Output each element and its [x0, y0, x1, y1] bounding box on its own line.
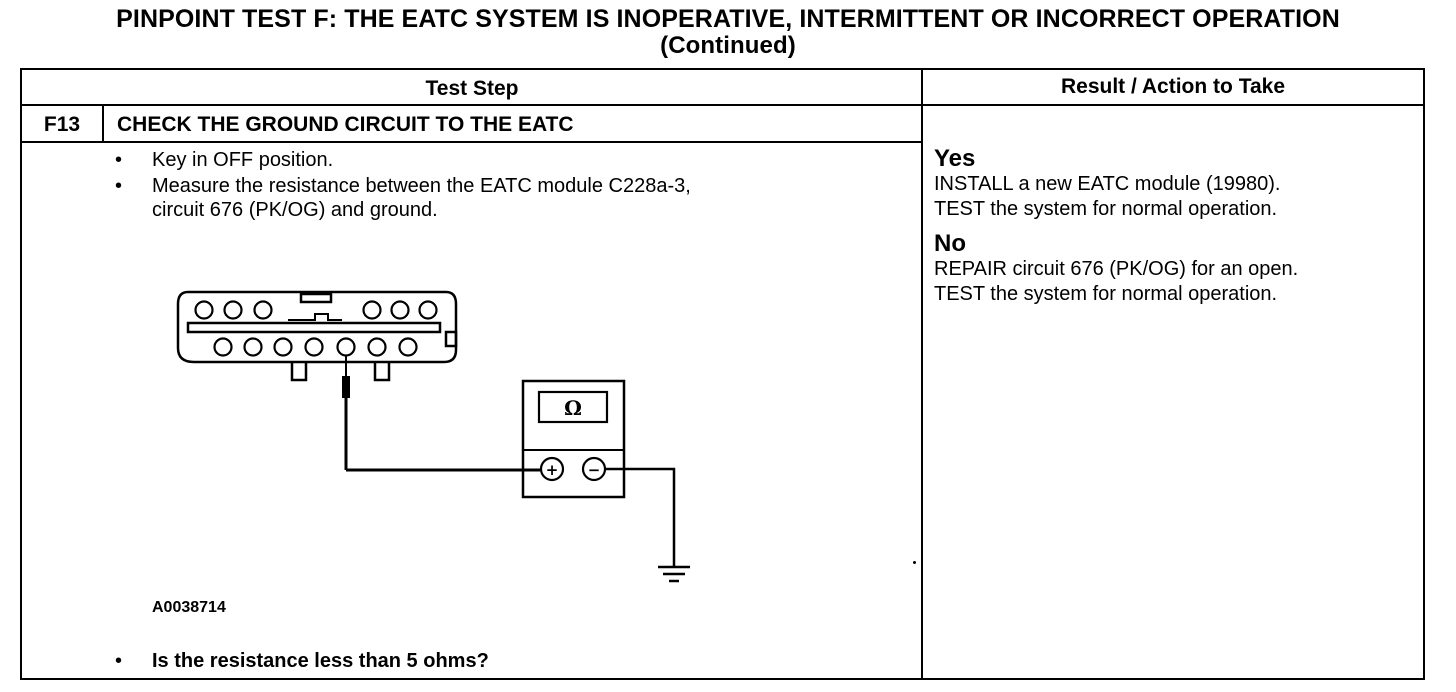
page-title: PINPOINT TEST F: THE EATC SYSTEM IS INOP… — [116, 5, 1340, 33]
result-yes-line: INSTALL a new EATC module (19980). — [934, 173, 1281, 195]
connector-post — [290, 363, 308, 382]
pin-bottom — [243, 337, 263, 357]
pin-bottom — [213, 337, 233, 357]
ground-icon — [658, 565, 690, 583]
step-title: CHECK THE GROUND CIRCUIT TO THE EATC — [117, 113, 574, 136]
step-title-rule — [20, 141, 922, 143]
pin-top — [194, 300, 214, 320]
ohmmeter-diagram: Ω + − — [176, 290, 690, 583]
positive-terminal — [539, 456, 565, 482]
step-id: F13 — [43, 113, 81, 136]
pin-bottom — [273, 337, 293, 357]
ohmmeter — [521, 379, 626, 499]
pin-bottom — [304, 337, 324, 357]
result-no-line: TEST the system for normal operation. — [934, 283, 1278, 305]
instruction-item: Measure the resistance between the EATC … — [112, 173, 902, 223]
result-yes-label: Yes — [934, 145, 976, 172]
instruction-text-continued: circuit 676 (PK/OG) and ground. — [152, 199, 438, 221]
pinpoint-table — [20, 68, 1425, 680]
pin-top — [223, 300, 243, 320]
connector-body — [176, 290, 458, 364]
result-no: No REPAIR circuit 676 (PK/OG) for an ope… — [934, 231, 1414, 307]
header-result: Result / Action to Take — [1060, 75, 1286, 98]
pin-top — [418, 300, 438, 320]
connector-bar — [186, 321, 442, 334]
page-subtitle: (Continued) — [660, 32, 796, 59]
instruction-list: Key in OFF position. Measure the resista… — [112, 147, 902, 223]
pin-top — [390, 300, 410, 320]
ohm-symbol: Ω — [564, 396, 582, 420]
instruction-item: Key in OFF position. — [112, 147, 902, 173]
connector-key — [299, 292, 333, 304]
minus-icon: − — [588, 461, 601, 479]
result-no-label: No — [934, 230, 966, 257]
pin-top — [362, 300, 382, 320]
pin-top — [253, 300, 273, 320]
connector-side-tab — [444, 330, 458, 348]
result-no-line: REPAIR circuit 676 (PK/OG) for an open. — [934, 258, 1299, 280]
result-yes-line: TEST the system for normal operation. — [934, 198, 1278, 220]
plus-icon: + — [546, 461, 559, 479]
scan-dot — [913, 561, 916, 564]
header-test-step: Test Step — [425, 77, 519, 100]
pin-bottom — [336, 337, 356, 357]
result-yes: Yes INSTALL a new EATC module (19980). T… — [934, 146, 1414, 222]
step-id-divider — [102, 105, 104, 142]
instruction-text: Key in OFF position. — [152, 149, 334, 171]
pin-bottom — [367, 337, 387, 357]
instruction-text: Measure the resistance between the EATC … — [152, 175, 691, 197]
test-probe — [342, 356, 350, 470]
header-rule — [20, 104, 1425, 106]
ground-lead — [605, 467, 676, 566]
pin-bottom — [398, 337, 418, 357]
step-question: Is the resistance less than 5 ohms? — [112, 649, 489, 673]
connector-post — [373, 363, 391, 382]
column-divider — [921, 68, 923, 680]
figure-id: A0038714 — [152, 599, 226, 616]
